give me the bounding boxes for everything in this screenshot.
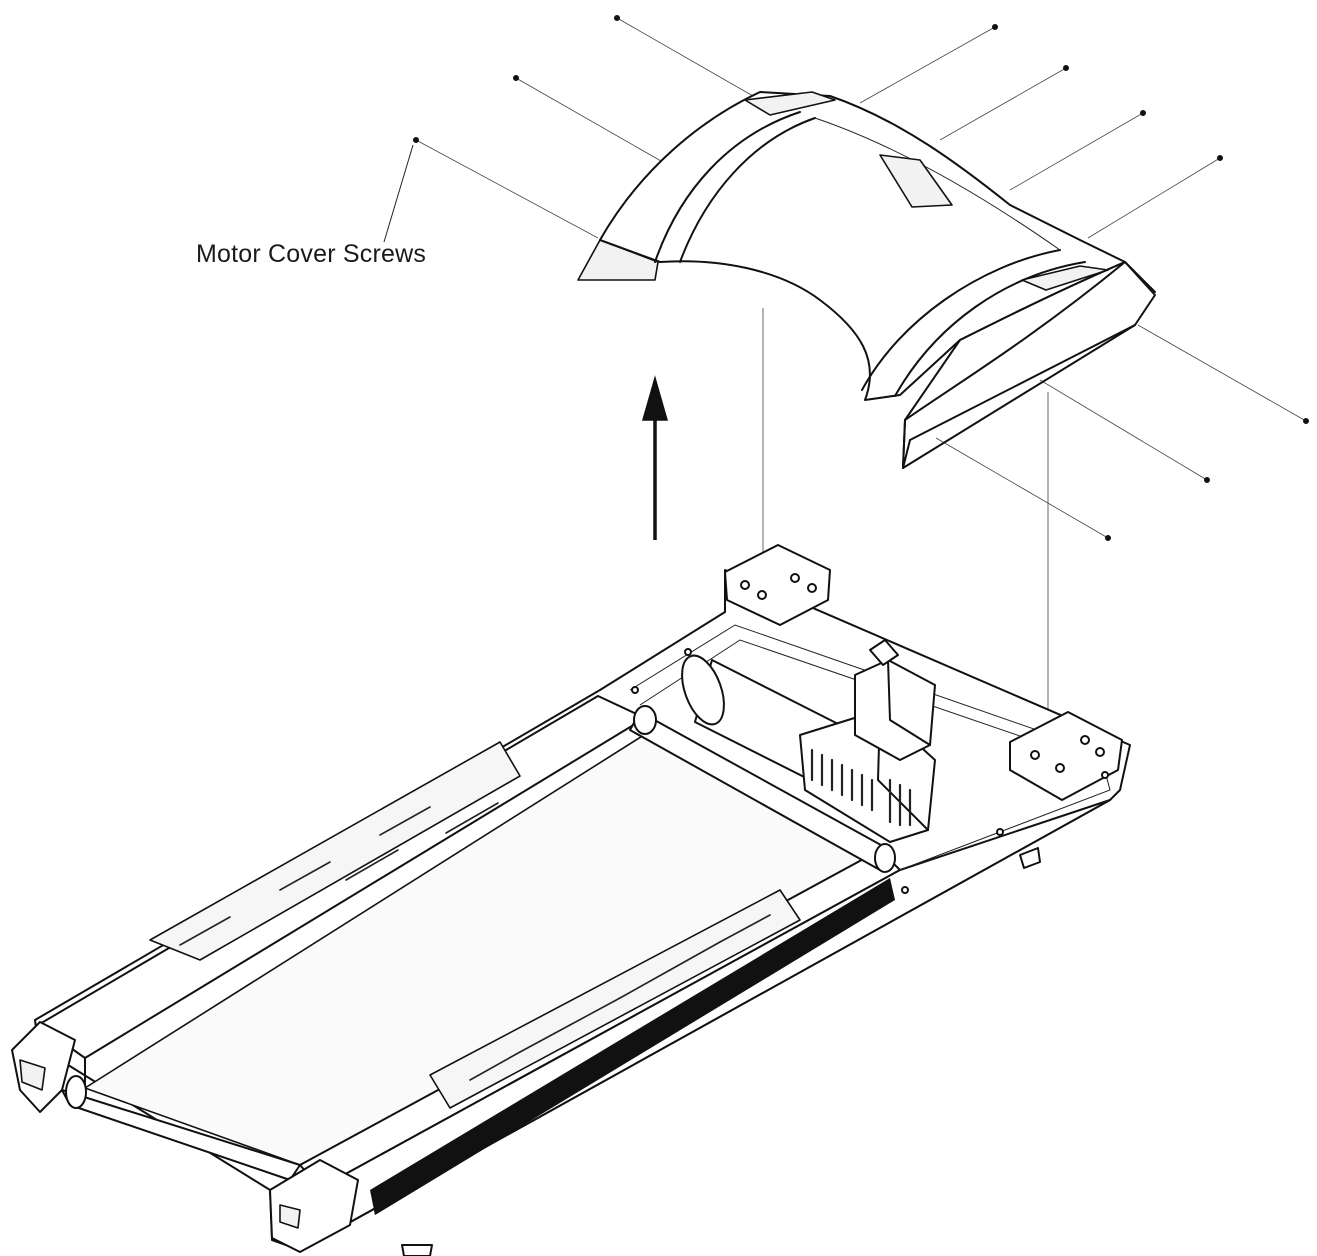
screw-icon bbox=[1204, 477, 1210, 483]
motor-cover bbox=[577, 91, 1156, 469]
screw-icon bbox=[992, 24, 998, 30]
screws bbox=[413, 15, 1309, 541]
screw-icon bbox=[614, 15, 620, 21]
screw-lines bbox=[415, 17, 1307, 715]
screw-icon bbox=[1140, 110, 1146, 116]
treadmill bbox=[11, 544, 1131, 1256]
rear-bracket-left bbox=[724, 544, 831, 626]
screw-icon bbox=[413, 137, 419, 143]
screw-icon bbox=[513, 75, 519, 81]
screw-icon bbox=[1217, 155, 1223, 161]
screw-icon bbox=[1303, 418, 1309, 424]
up-arrow-icon bbox=[642, 375, 668, 540]
callout-leader bbox=[383, 144, 414, 243]
rear-bracket-right bbox=[1009, 711, 1123, 801]
motor-cover-screws-label: Motor Cover Screws bbox=[196, 240, 427, 268]
incline-motor bbox=[854, 639, 936, 761]
screw-icon bbox=[1105, 535, 1111, 541]
screw-icon bbox=[1063, 65, 1069, 71]
